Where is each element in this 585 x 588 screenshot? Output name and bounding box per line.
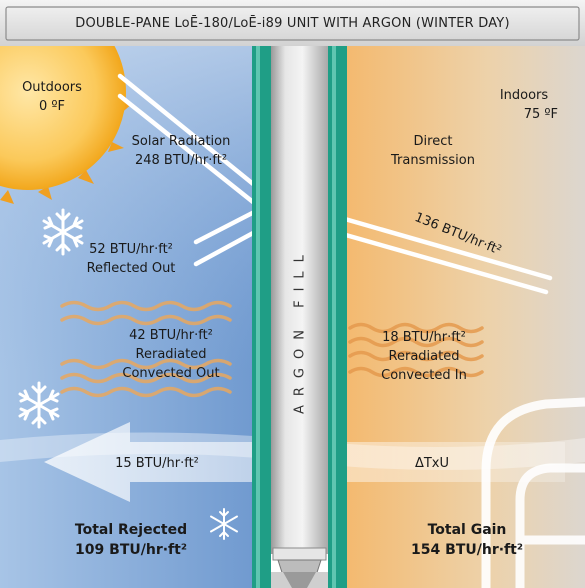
reradiated-out-value: 42 BTU/hr·ft² [129, 328, 213, 343]
outdoors-label: Outdoors 0 ºF [22, 78, 82, 116]
indoor-area [343, 46, 585, 588]
reflected-value: 52 BTU/hr·ft² [89, 242, 173, 257]
wave-icon [60, 300, 232, 398]
solar-radiation-text: Solar Radiation [131, 134, 231, 149]
total-rejected-label: Total Rejected [74, 522, 188, 538]
reradiated-in-label: 18 BTU/hr·ft² Reradiated Convected In [364, 328, 484, 385]
reradiated-in-value: 18 BTU/hr·ft² [382, 330, 466, 345]
total-gain-label: Total Gain [427, 522, 507, 538]
reradiated-in-line1: Reradiated [388, 349, 460, 364]
reradiated-out-label: 42 BTU/hr·ft² Reradiated Convected Out [106, 326, 236, 383]
reradiated-in-line2: Convected In [381, 368, 467, 383]
reradiated-out-line2: Convected Out [122, 366, 220, 381]
total-gain: Total Gain 154 BTU/hr·ft² [392, 520, 542, 560]
diagram-title: DOUBLE-PANE LoĒ-180/LoĒ-i89 UNIT WITH AR… [75, 15, 510, 31]
solar-radiation-label: Solar Radiation 248 BTU/hr·ft² [116, 132, 246, 170]
total-gain-value: 154 BTU/hr·ft² [411, 542, 523, 558]
conduction-value: 15 BTU/hr·ft² [115, 456, 199, 471]
total-rejected: Total Rejected 109 BTU/hr·ft² [56, 520, 206, 560]
reradiated-out-line1: Reradiated [135, 347, 207, 362]
delta-t-u-label: ΔTxU [414, 456, 450, 471]
title-bar [0, 0, 585, 46]
snowflake-icon [18, 208, 238, 540]
outdoors-temp: 0 ºF [38, 99, 65, 114]
indoors-text: Indoors [499, 88, 549, 103]
indoors-temp: 75 ºF [523, 107, 558, 122]
direct-line2: Transmission [391, 153, 475, 168]
wave-icon [348, 322, 484, 378]
reflected-out-label: 52 BTU/hr·ft² Reflected Out [76, 240, 186, 278]
outdoors-text: Outdoors [22, 80, 82, 95]
solar-radiation-value: 248 BTU/hr·ft² [134, 153, 228, 168]
argon-cavity [271, 46, 328, 554]
total-rejected-value: 109 BTU/hr·ft² [75, 542, 187, 558]
reflected-text: Reflected Out [86, 261, 176, 276]
sun-icon [0, 0, 132, 204]
argon-fill-label: ARGON FILL [292, 246, 308, 414]
indoors-label: Indoors 75 ºF [484, 86, 564, 124]
direct-line1: Direct [413, 134, 453, 149]
direct-transmission-label: Direct Transmission [383, 132, 483, 170]
